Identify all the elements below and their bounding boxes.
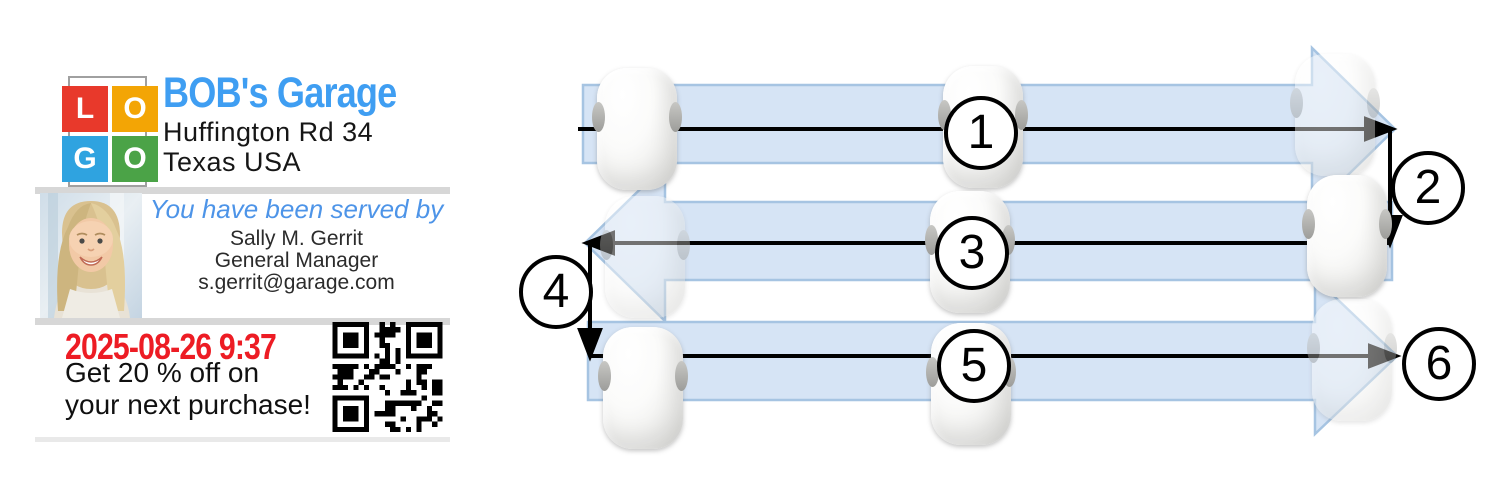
step-circle-6: 6	[1402, 327, 1476, 401]
logo-square-red: L	[62, 86, 108, 132]
divider	[35, 187, 450, 194]
robot-marker-faded	[600, 196, 690, 318]
timestamp: 2025-08-26 9:37	[65, 326, 277, 367]
promo-text: Get 20 % off on your next purchase!	[65, 357, 311, 421]
logo-letter: L	[75, 92, 95, 125]
receipt-card: L O G O BOB's Garage Huffington Rd 34 Te…	[35, 65, 450, 445]
logo-square-green: O	[112, 136, 158, 182]
staff-name: Sally M. Gerrit	[229, 227, 363, 250]
logo-letter: O	[123, 142, 147, 175]
promo-line-1: Get 20 % off on	[65, 357, 260, 388]
robot-marker	[598, 327, 688, 449]
step-circle-1: 1	[944, 96, 1018, 170]
serpentine-flow-diagram: 1 2 3 4 5 6	[510, 40, 1502, 460]
address-line-1: Huffington Rd 34	[163, 117, 374, 147]
staff-email: s.gerrit@garage.com	[198, 271, 395, 294]
divider	[35, 437, 450, 442]
robot-marker	[1302, 175, 1392, 297]
business-address: Huffington Rd 34 Texas USA	[163, 117, 373, 177]
staff-block: Sally M. Gerrit General Manager s.gerrit…	[143, 228, 450, 294]
qr-code-image	[332, 322, 443, 432]
step-circle-3: 3	[935, 216, 1009, 290]
logo-square-orange: O	[112, 86, 158, 132]
logo-icon: L O G O	[62, 86, 158, 182]
served-by-heading: You have been served by	[149, 194, 444, 224]
step-circle-5: 5	[937, 329, 1011, 403]
logo-letter: G	[73, 142, 97, 175]
robot-marker-faded	[1307, 299, 1397, 421]
staff-photo	[40, 193, 142, 318]
logo-square-blue: G	[62, 136, 108, 182]
promo-line-2: your next purchase!	[65, 389, 311, 420]
business-name: BOB's Garage	[163, 69, 397, 117]
divider	[35, 318, 450, 325]
step-circle-2: 2	[1391, 151, 1465, 225]
robot-marker-faded	[1290, 54, 1380, 176]
robot-marker	[592, 68, 682, 190]
address-line-2: Texas USA	[163, 147, 302, 177]
logo-letter: O	[123, 92, 147, 125]
step-circle-4: 4	[519, 255, 593, 329]
staff-role: General Manager	[214, 249, 379, 272]
